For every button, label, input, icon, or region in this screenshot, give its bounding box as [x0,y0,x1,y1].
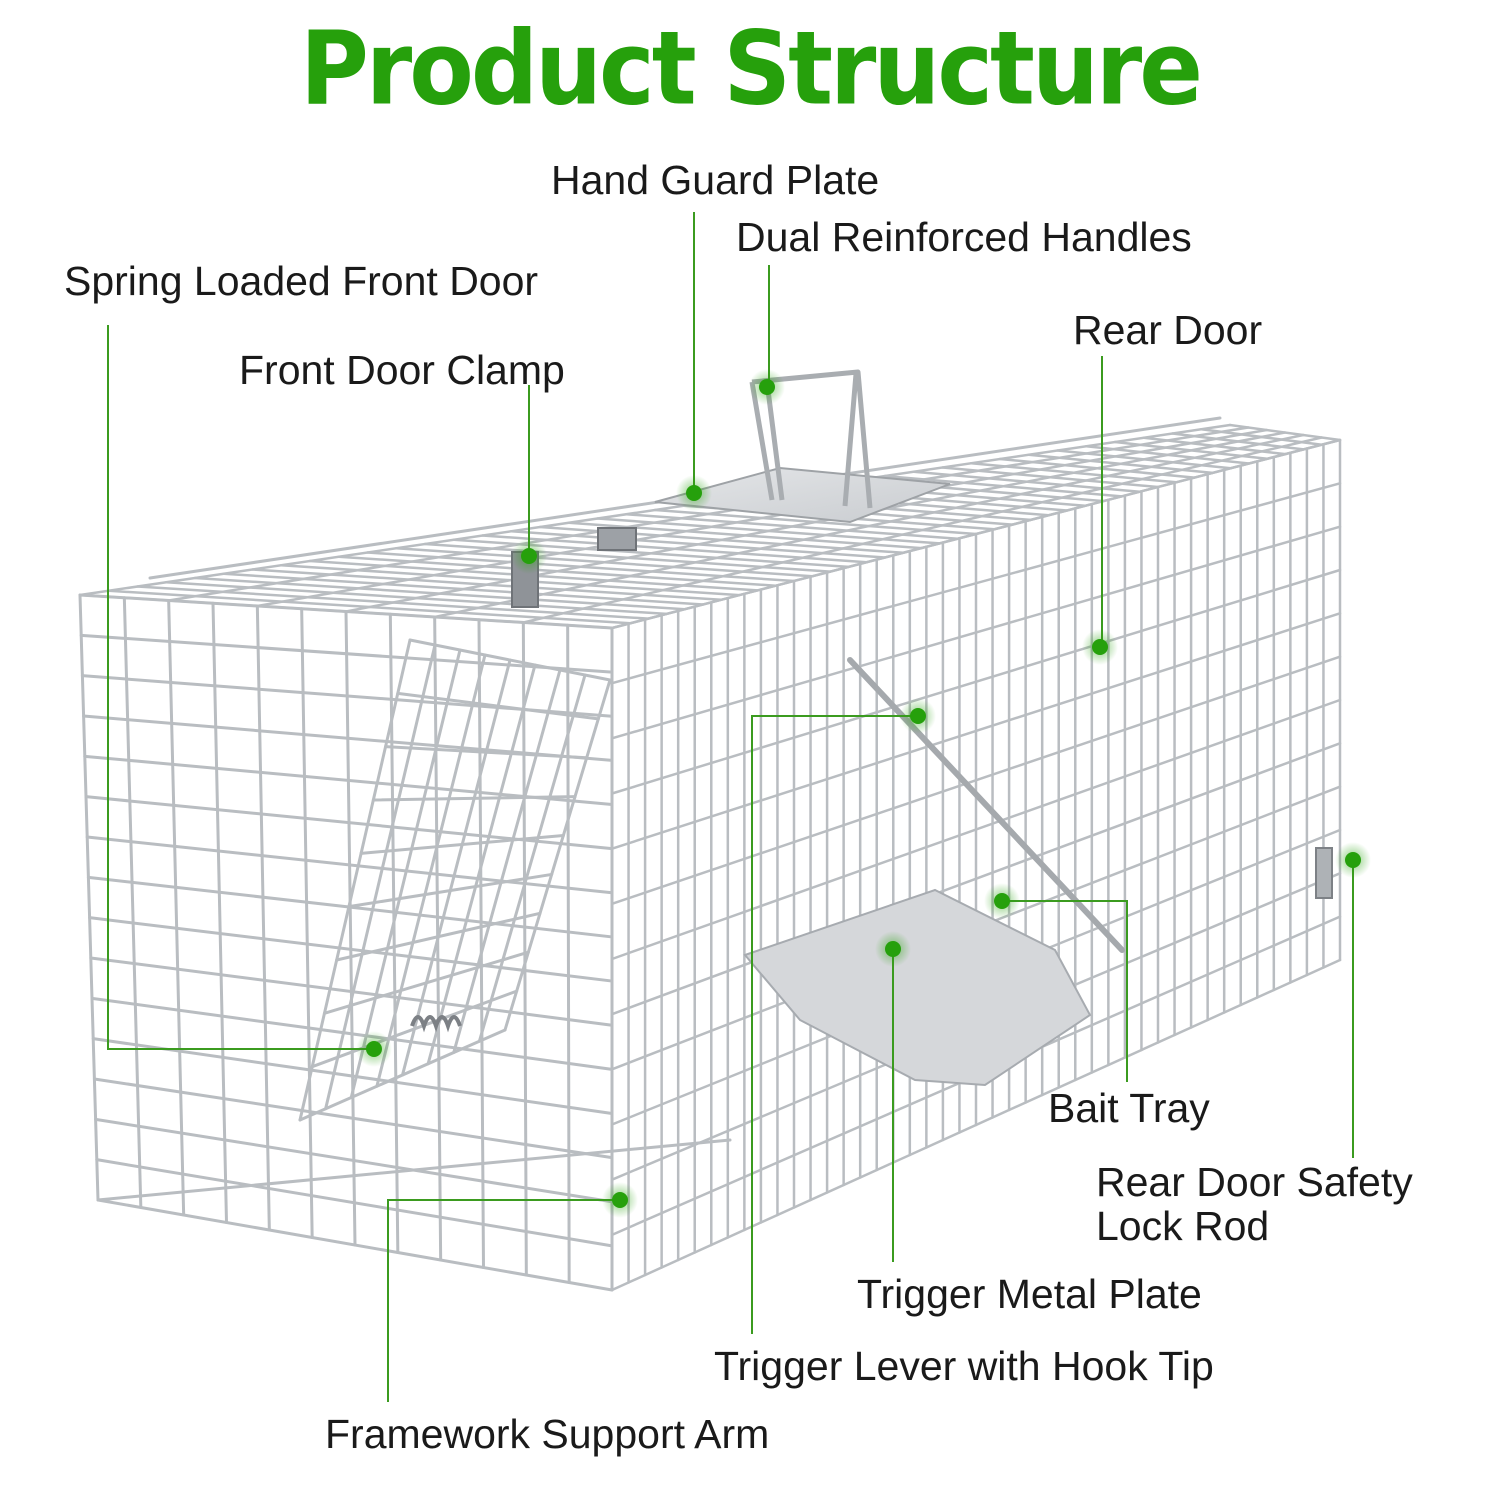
dot-framework-support-arm [602,1182,638,1218]
dot-rear-door [1082,629,1118,665]
leader-framework-support-arm [387,1199,620,1402]
label-rear-door-safety-line2: Lock Rod [1096,1203,1270,1249]
leader-trigger-lever-with-hook-tip [751,715,918,1334]
side-horizontal-wire [610,482,1342,685]
label-dual-reinforced-handles: Dual Reinforced Handles [736,214,1192,260]
side-horizontal-wire [610,698,1342,961]
top-longwire [433,433,1305,619]
page-title: Product Structure [299,10,1203,129]
cage-parts [410,369,1333,1087]
dot-trigger-metal-plate [875,931,911,967]
door-vertical-wire [375,653,487,1088]
top-longwire [522,436,1323,624]
door-horizontal-wire [408,638,612,682]
top-longwire [78,423,1232,597]
dot-front-door-clamp [511,538,547,574]
door-vertical-wire [426,663,537,1066]
front-vertical-wire [211,601,228,1224]
front-horizontal-wire [79,633,614,674]
label-trigger-lever-with-hook-tip: Trigger Lever with Hook Tip [714,1343,1214,1389]
front-vertical-wire [122,596,143,1209]
label-trigger-metal-plate: Trigger Metal Plate [857,1271,1202,1317]
label-spring-loaded-front-door: Spring Loaded Front Door [64,258,539,304]
front-vertical-wire [477,618,485,1269]
door-horizontal-wire [335,911,542,962]
hand-guard-plate-shape [654,466,951,524]
side-horizontal-wire [610,958,1342,1292]
front-horizontal-wire [95,1158,614,1248]
label-front-door-clamp: Front Door Clamp [239,347,565,393]
front-vertical-wire [167,599,186,1217]
rear-lock-rod-shape [1315,847,1333,899]
side-horizontal-wire [610,612,1342,850]
dot-trigger-lever-with-hook-tip [900,698,936,734]
front-vertical-wire [300,607,314,1239]
label-bait-tray: Bait Tray [1048,1085,1210,1131]
front-vertical-wire [344,610,357,1247]
top-longwire [167,426,1250,602]
front-horizontal-wire [94,1117,614,1204]
leader-lines [107,212,1354,1402]
callout-dots [356,369,1371,1218]
spring-shape [410,1015,462,1033]
front-vertical-wire [78,593,100,1202]
dot-spring-loaded-front-door [356,1031,392,1067]
door-vertical-wire [401,658,512,1077]
side-horizontal-wire [610,742,1342,1016]
side-horizontal-wire [610,438,1342,630]
label-rear-door: Rear Door [1073,307,1263,353]
dot-bait-tray [984,883,1020,919]
trigger-plate-shape [743,888,1092,1087]
door-horizontal-wire [298,1028,507,1122]
door-horizontal-wire [347,872,554,909]
front-horizontal-wire [91,1037,614,1115]
door-horizontal-wire [371,795,577,802]
door-vertical-wire [477,673,587,1043]
side-horizontal-wire [610,525,1342,740]
dot-rear-door-safety-lock-rod [1335,842,1371,878]
side-horizontal-wire [610,655,1342,906]
front-vertical-wire [566,623,571,1284]
door-vertical-wire [503,678,612,1032]
top-longwire [256,428,1268,608]
front-horizontal-wire [96,1198,614,1292]
handle-shape [749,369,873,509]
front-horizontal-wire [90,996,614,1071]
label-rear-door-safety-lock-rod: Rear Door Safety Lock Rod [1096,1160,1413,1248]
door-vertical-wire [324,643,437,1111]
door-horizontal-wire [396,691,600,721]
front-vertical-wire [521,621,528,1277]
front-horizontal-wire [88,916,614,983]
leader-bait-tray [1002,900,1128,1082]
label-rear-door-safety-line1: Rear Door Safety [1096,1159,1413,1205]
door-horizontal-wire [310,989,519,1069]
bottom-edge-wire [96,1138,732,1202]
dot-dual-reinforced-handles [749,369,785,405]
top-longwire [344,431,1287,613]
door-vertical-wire [349,648,462,1099]
dot-hand-guard-plate [676,475,712,511]
leader-spring-loaded-front-door [107,325,374,1050]
side-horizontal-wire [610,568,1342,795]
front-horizontal-wire [92,1077,614,1160]
door-horizontal-wire [359,834,565,855]
door-vertical-wire [452,668,562,1054]
label-hand-guard-plate: Hand Guard Plate [551,157,880,203]
door-horizontal-wire [322,950,530,1015]
label-framework-support-arm: Framework Support Arm [325,1411,770,1457]
door-horizontal-wire [384,745,589,760]
door-vertical-wire [298,638,412,1122]
cage-wire-frame [78,416,1342,1292]
front-vertical-wire [255,604,271,1232]
clamp-top-shape [597,527,637,551]
front-horizontal-wire [89,956,614,1027]
